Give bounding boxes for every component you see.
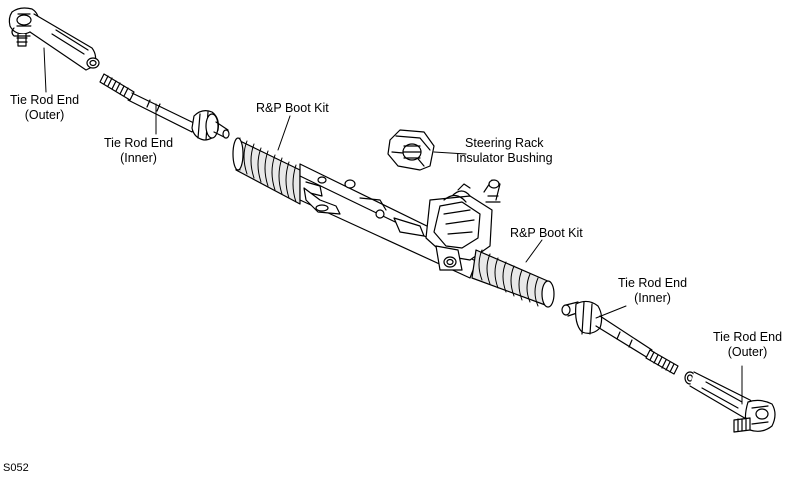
steering-rack-housing (232, 137, 555, 308)
label-line: R&P Boot Kit (256, 101, 329, 115)
label-line: (Inner) (120, 151, 157, 165)
left-outer-tie-rod-end (8, 7, 100, 71)
label-tie-rod-end-inner-right: Tie Rod End (Inner) (618, 276, 687, 306)
label-line: Tie Rod End (618, 276, 688, 290)
label-rp-boot-kit-right: R&P Boot Kit (510, 226, 583, 241)
label-tie-rod-end-outer-left: Tie Rod End (Outer) (10, 93, 79, 123)
label-line: (Outer) (24, 108, 65, 122)
label-line: (Outer) (727, 345, 768, 359)
right-inner-tie-rod (561, 300, 679, 375)
label-line: Tie Rod End (10, 93, 80, 107)
label-rp-boot-kit-top: R&P Boot Kit (256, 101, 329, 116)
insulator-bushing (387, 129, 435, 171)
leader-lines (43, 47, 743, 405)
label-tie-rod-end-inner-left: Tie Rod End (Inner) (104, 136, 173, 166)
left-inner-tie-rod (99, 73, 230, 141)
label-tie-rod-end-outer-right: Tie Rod End (Outer) (713, 330, 782, 360)
label-line: (Inner) (634, 291, 671, 305)
label-line: Steering Rack (465, 136, 544, 150)
figure-code: S052 (3, 462, 29, 474)
label-line: Insulator Bushing (456, 151, 553, 165)
label-line: R&P Boot Kit (510, 226, 583, 240)
label-line: Tie Rod End (104, 136, 174, 150)
right-outer-tie-rod-end (684, 371, 776, 433)
label-insulator-bushing: Steering Rack Insulator Bushing (456, 136, 553, 166)
label-line: Tie Rod End (713, 330, 783, 344)
